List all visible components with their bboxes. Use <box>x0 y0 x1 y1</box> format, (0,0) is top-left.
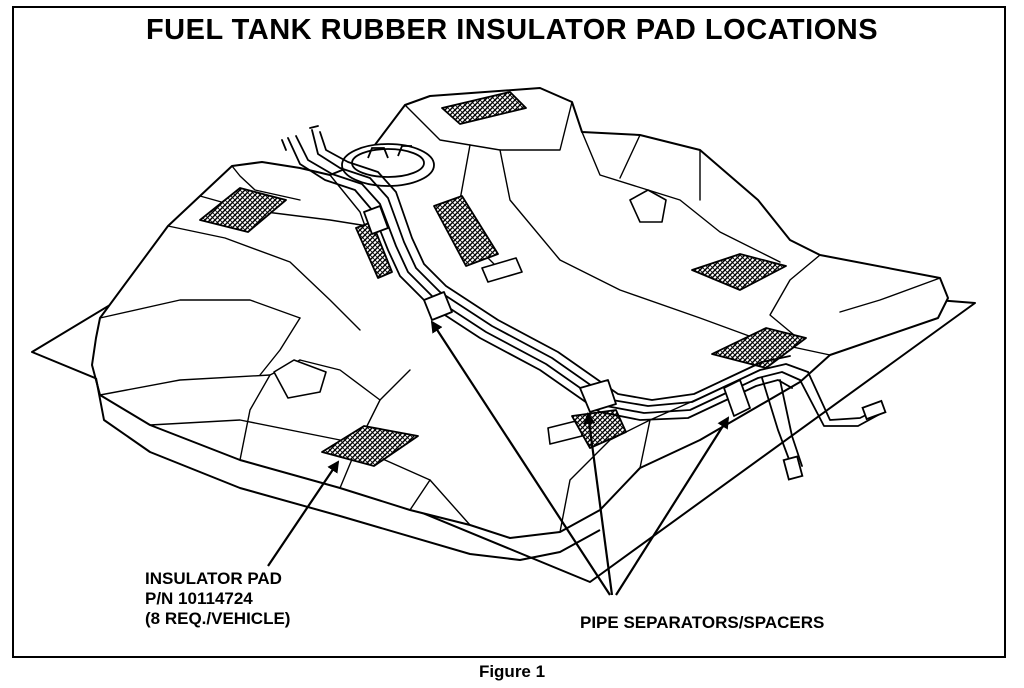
pipe-separators <box>363 205 751 417</box>
pipe-separators-label: PIPE SEPARATORS/SPACERS <box>580 613 825 632</box>
insulator-pad-part-number: P/N 10114724 <box>145 589 253 608</box>
pad-3 <box>433 195 499 267</box>
pad-4 <box>691 253 787 291</box>
insulator-pads <box>199 91 807 467</box>
figure-title: FUEL TANK RUBBER INSULATOR PAD LOCATIONS <box>145 14 879 46</box>
pad-2 <box>199 187 287 233</box>
leader-lines <box>267 320 730 596</box>
tank-recesses <box>273 189 667 445</box>
figure-frame <box>12 6 1006 658</box>
insulator-pad-label: INSULATOR PAD P/N 10114724 (8 REQ./VEHIC… <box>145 569 290 629</box>
tank-body <box>91 87 949 561</box>
insulator-pad-name: INSULATOR PAD <box>145 569 282 588</box>
pad-6 <box>321 425 419 467</box>
pad-1 <box>441 91 527 125</box>
figure-caption: Figure 1 <box>478 662 546 681</box>
insulator-pad-quantity: (8 REQ./VEHICLE) <box>145 609 291 628</box>
pad-8 <box>355 221 393 279</box>
pad-5 <box>711 327 807 369</box>
line-fittings <box>782 399 887 481</box>
